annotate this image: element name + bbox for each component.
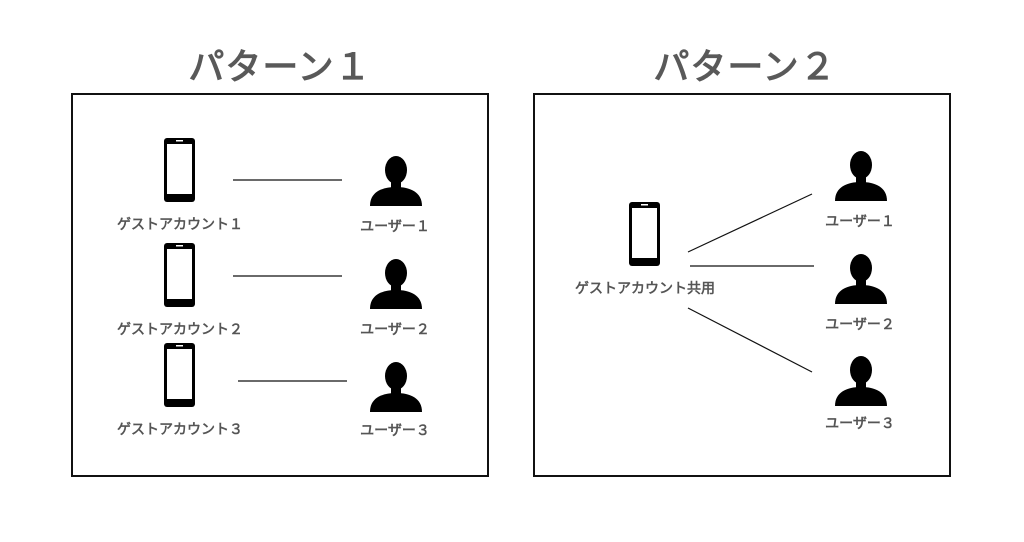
- pattern-1-panel: [71, 93, 489, 477]
- smartphone-icon: [164, 343, 195, 407]
- shared-guest-account-label: ゲストアカウント共用: [575, 281, 715, 297]
- user-silhouette-icon: [835, 356, 887, 406]
- pattern-2-panel: [533, 93, 951, 477]
- smartphone-icon: [164, 138, 195, 202]
- guest-account-2-label: ゲストアカウント２: [117, 322, 243, 338]
- guest-account-1-label: ゲストアカウント１: [117, 217, 243, 233]
- smartphone-icon: [629, 202, 660, 266]
- smartphone-icon: [164, 243, 195, 307]
- user-2-label: ユーザー２: [825, 317, 895, 333]
- user-3-label: ユーザー３: [825, 416, 895, 432]
- pattern-2-title: パターン２: [653, 47, 837, 88]
- user-silhouette-icon: [835, 151, 887, 201]
- user-silhouette-icon: [835, 254, 887, 304]
- user-silhouette-icon: [370, 259, 422, 309]
- user-silhouette-icon: [370, 156, 422, 206]
- user-silhouette-icon: [370, 362, 422, 412]
- user-1-label: ユーザー１: [360, 219, 430, 235]
- pattern-1-title: パターン１: [188, 47, 372, 88]
- user-2-label: ユーザー２: [360, 322, 430, 338]
- user-3-label: ユーザー３: [360, 423, 430, 439]
- guest-account-3-label: ゲストアカウント３: [117, 422, 243, 438]
- user-1-label: ユーザー１: [825, 214, 895, 230]
